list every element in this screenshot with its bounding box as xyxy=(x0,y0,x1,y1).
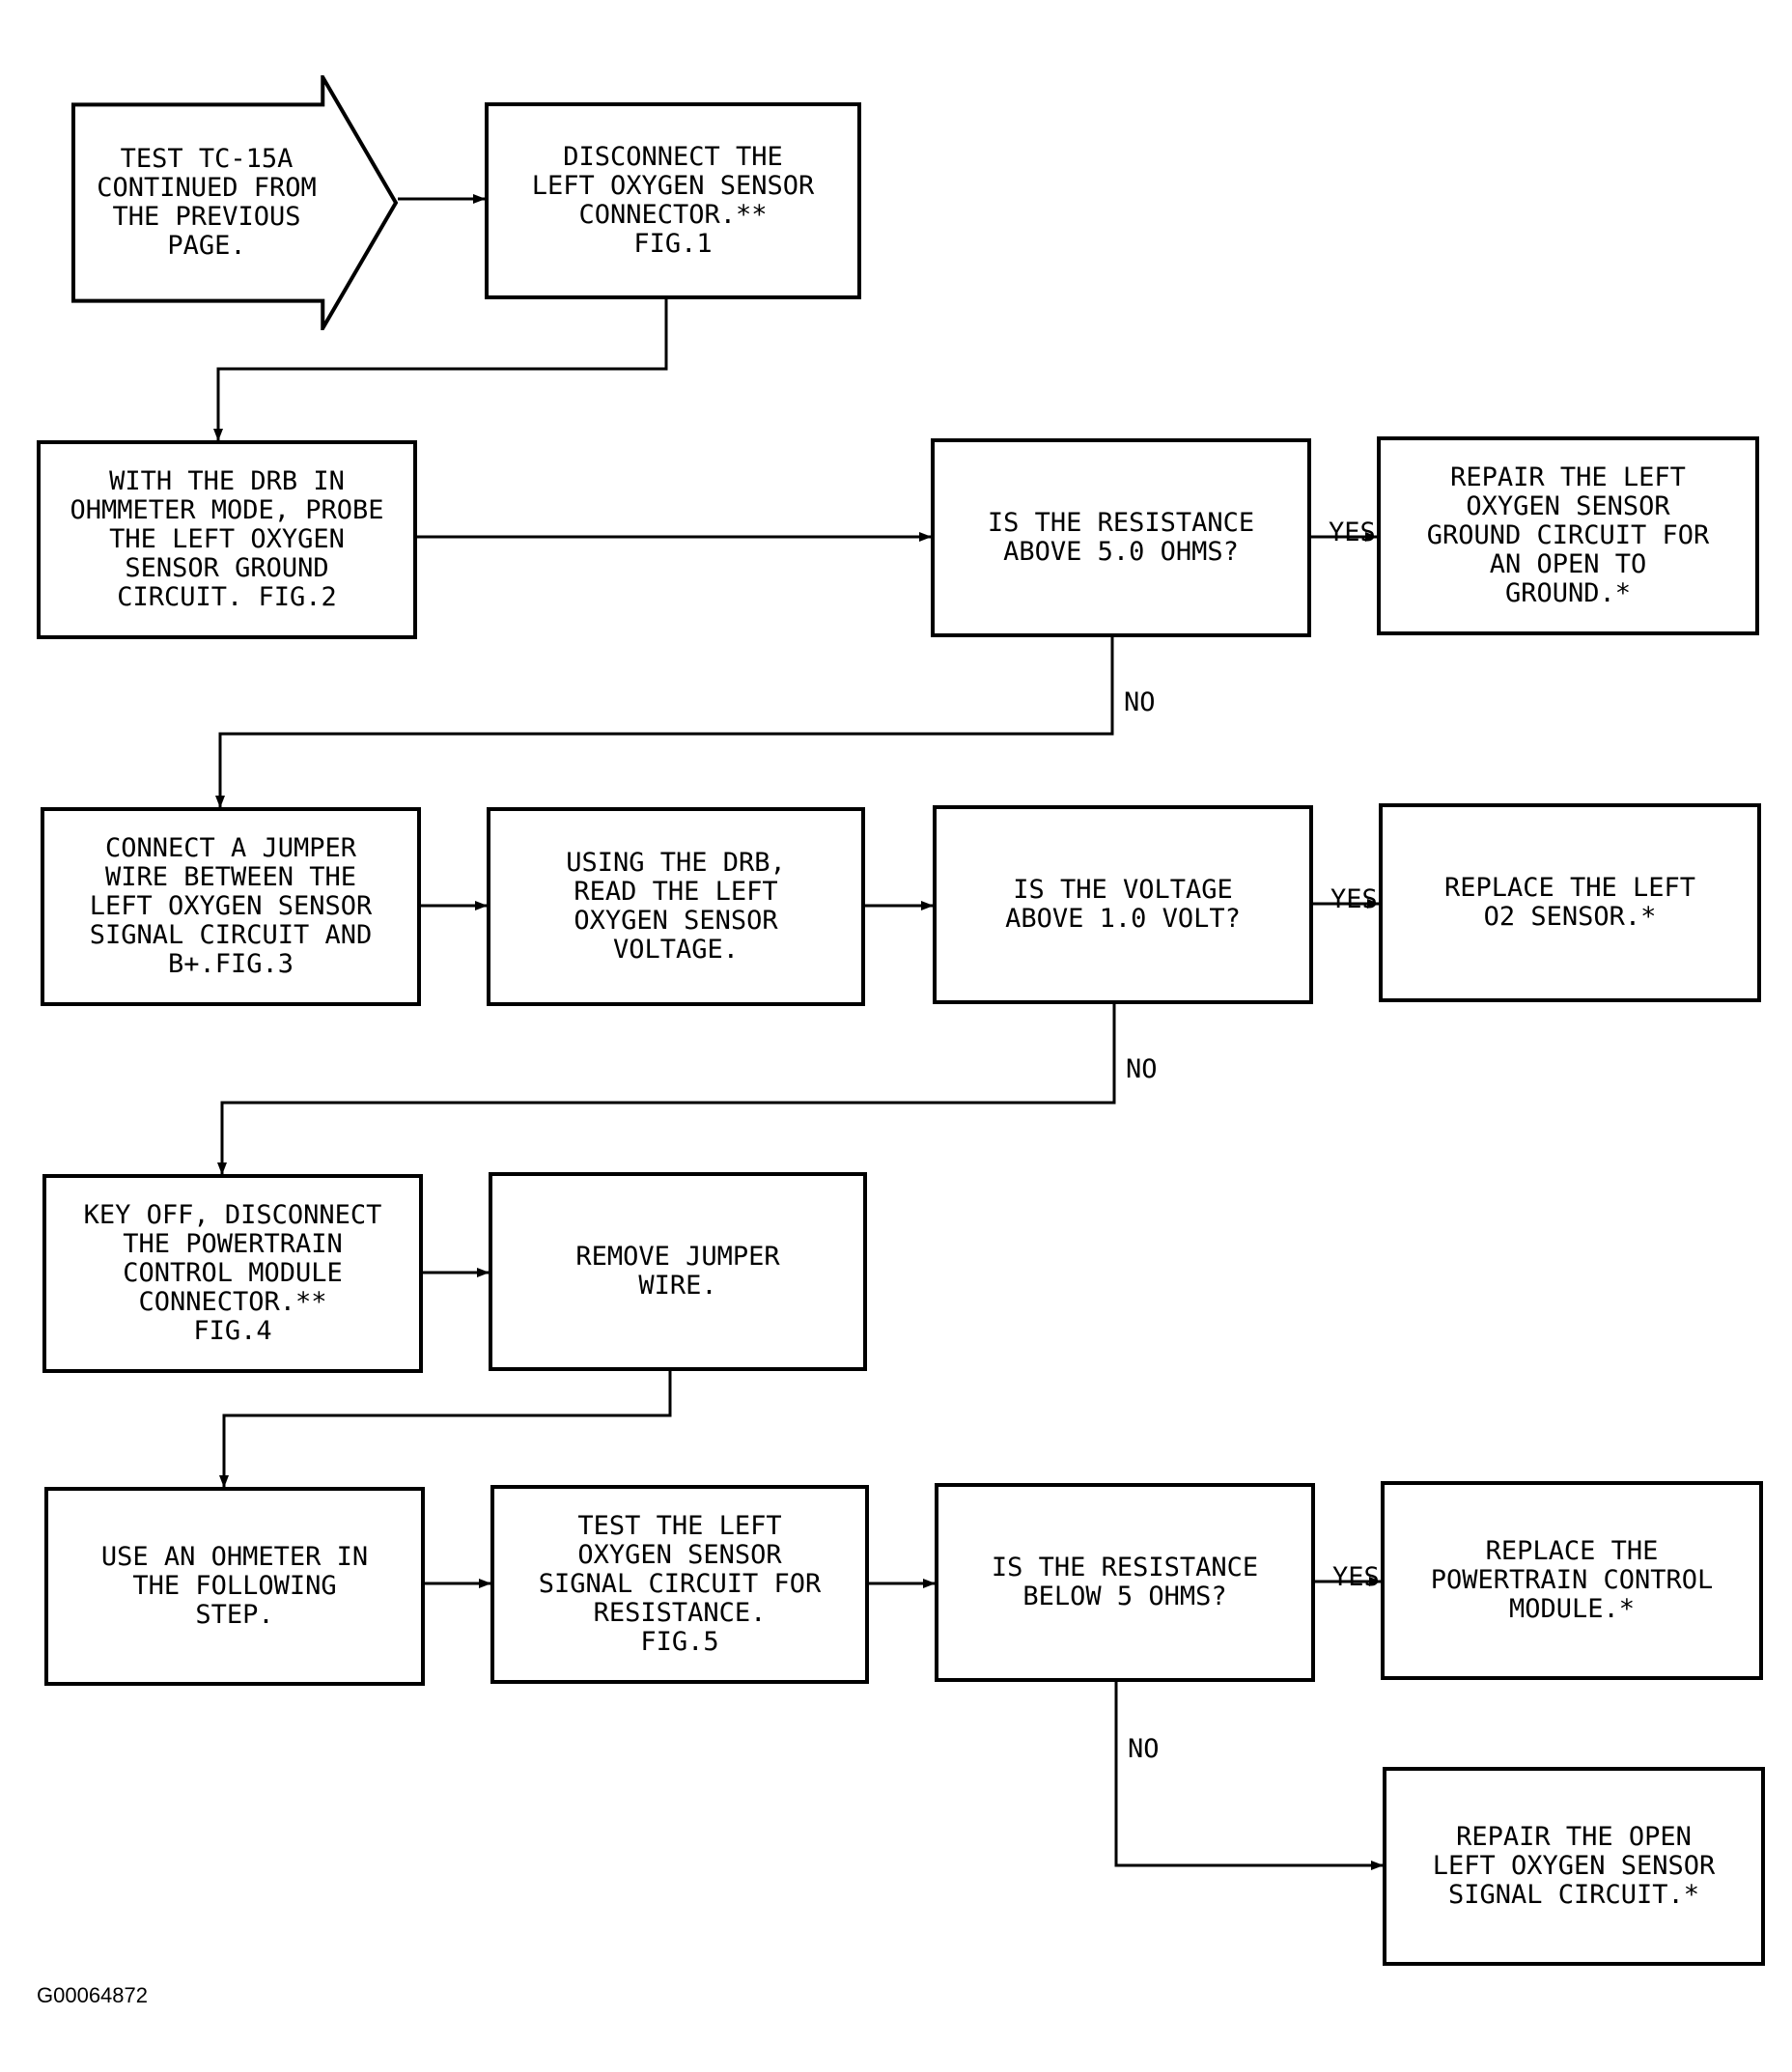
edge-label: YES xyxy=(1329,518,1376,547)
node-label: USE AN OHMETER IN THE FOLLOWING STEP. xyxy=(100,1542,369,1630)
figure-id: G00064872 xyxy=(37,1983,148,2007)
node-label: CONNECT A JUMPER WIRE BETWEEN THE LEFT O… xyxy=(89,833,373,979)
edge-q-resistance-above-to-connect-jumper xyxy=(215,637,1114,808)
node-repair-ground: REPAIR THE LEFT OXYGEN SENSOR GROUND CIR… xyxy=(1377,436,1759,635)
node-q-resistance-above: IS THE RESISTANCE ABOVE 5.0 OHMS? xyxy=(931,438,1311,637)
edge-disconnect-o2-to-probe-ground xyxy=(213,299,668,441)
node-remove-jumper: REMOVE JUMPER WIRE. xyxy=(489,1172,867,1371)
start-arrow-shape xyxy=(71,75,398,330)
node-label: REPLACE THE LEFT O2 SENSOR.* xyxy=(1443,873,1696,932)
node-label: REPLACE THE POWERTRAIN CONTROL MODULE.* xyxy=(1430,1536,1714,1624)
node-label: IS THE RESISTANCE BELOW 5 OHMS? xyxy=(991,1553,1259,1611)
node-label: IS THE RESISTANCE ABOVE 5.0 OHMS? xyxy=(987,508,1255,567)
edge-label: NO xyxy=(1128,1734,1160,1764)
edge-q-voltage-to-key-off xyxy=(217,1004,1116,1175)
node-replace-pcm: REPLACE THE POWERTRAIN CONTROL MODULE.* xyxy=(1381,1481,1763,1680)
node-q-resistance-below: IS THE RESISTANCE BELOW 5 OHMS? xyxy=(935,1483,1315,1682)
node-disconnect-o2: DISCONNECT THE LEFT OXYGEN SENSOR CONNEC… xyxy=(485,102,861,299)
node-label: REPAIR THE LEFT OXYGEN SENSOR GROUND CIR… xyxy=(1426,462,1710,608)
node-q-voltage: IS THE VOLTAGE ABOVE 1.0 VOLT? xyxy=(933,805,1313,1004)
node-label: REMOVE JUMPER WIRE. xyxy=(575,1242,780,1301)
node-repair-signal: REPAIR THE OPEN LEFT OXYGEN SENSOR SIGNA… xyxy=(1383,1767,1765,1966)
node-replace-o2: REPLACE THE LEFT O2 SENSOR.* xyxy=(1379,803,1761,1002)
node-label: IS THE VOLTAGE ABOVE 1.0 VOLT? xyxy=(1005,875,1241,934)
edge-label: NO xyxy=(1124,687,1156,717)
edge-q-resistance-below-to-repair-signal xyxy=(1114,1682,1384,1870)
node-read-voltage: USING THE DRB, READ THE LEFT OXYGEN SENS… xyxy=(487,807,865,1006)
node-use-ohmmeter: USE AN OHMETER IN THE FOLLOWING STEP. xyxy=(44,1487,425,1686)
node-start: TEST TC-15A CONTINUED FROM THE PREVIOUS … xyxy=(71,75,398,330)
node-label: TEST TC-15A CONTINUED FROM THE PREVIOUS … xyxy=(97,144,317,261)
node-test-signal: TEST THE LEFT OXYGEN SENSOR SIGNAL CIRCU… xyxy=(490,1485,869,1684)
node-label: REPAIR THE OPEN LEFT OXYGEN SENSOR SIGNA… xyxy=(1432,1822,1716,1910)
edge-label: NO xyxy=(1126,1054,1158,1084)
edge-label: YES xyxy=(1332,1562,1380,1592)
node-connect-jumper: CONNECT A JUMPER WIRE BETWEEN THE LEFT O… xyxy=(41,807,421,1006)
node-label: KEY OFF, DISCONNECT THE POWERTRAIN CONTR… xyxy=(83,1200,382,1346)
node-label: WITH THE DRB IN OHMMETER MODE, PROBE THE… xyxy=(70,466,384,612)
node-probe-ground: WITH THE DRB IN OHMMETER MODE, PROBE THE… xyxy=(37,440,417,639)
node-key-off: KEY OFF, DISCONNECT THE POWERTRAIN CONTR… xyxy=(42,1174,423,1373)
edge-label: YES xyxy=(1330,884,1378,914)
node-label: DISCONNECT THE LEFT OXYGEN SENSOR CONNEC… xyxy=(531,142,815,259)
edge-remove-jumper-to-use-ohmmeter xyxy=(219,1371,672,1488)
node-label: TEST THE LEFT OXYGEN SENSOR SIGNAL CIRCU… xyxy=(538,1511,822,1657)
node-label: USING THE DRB, READ THE LEFT OXYGEN SENS… xyxy=(566,848,786,965)
